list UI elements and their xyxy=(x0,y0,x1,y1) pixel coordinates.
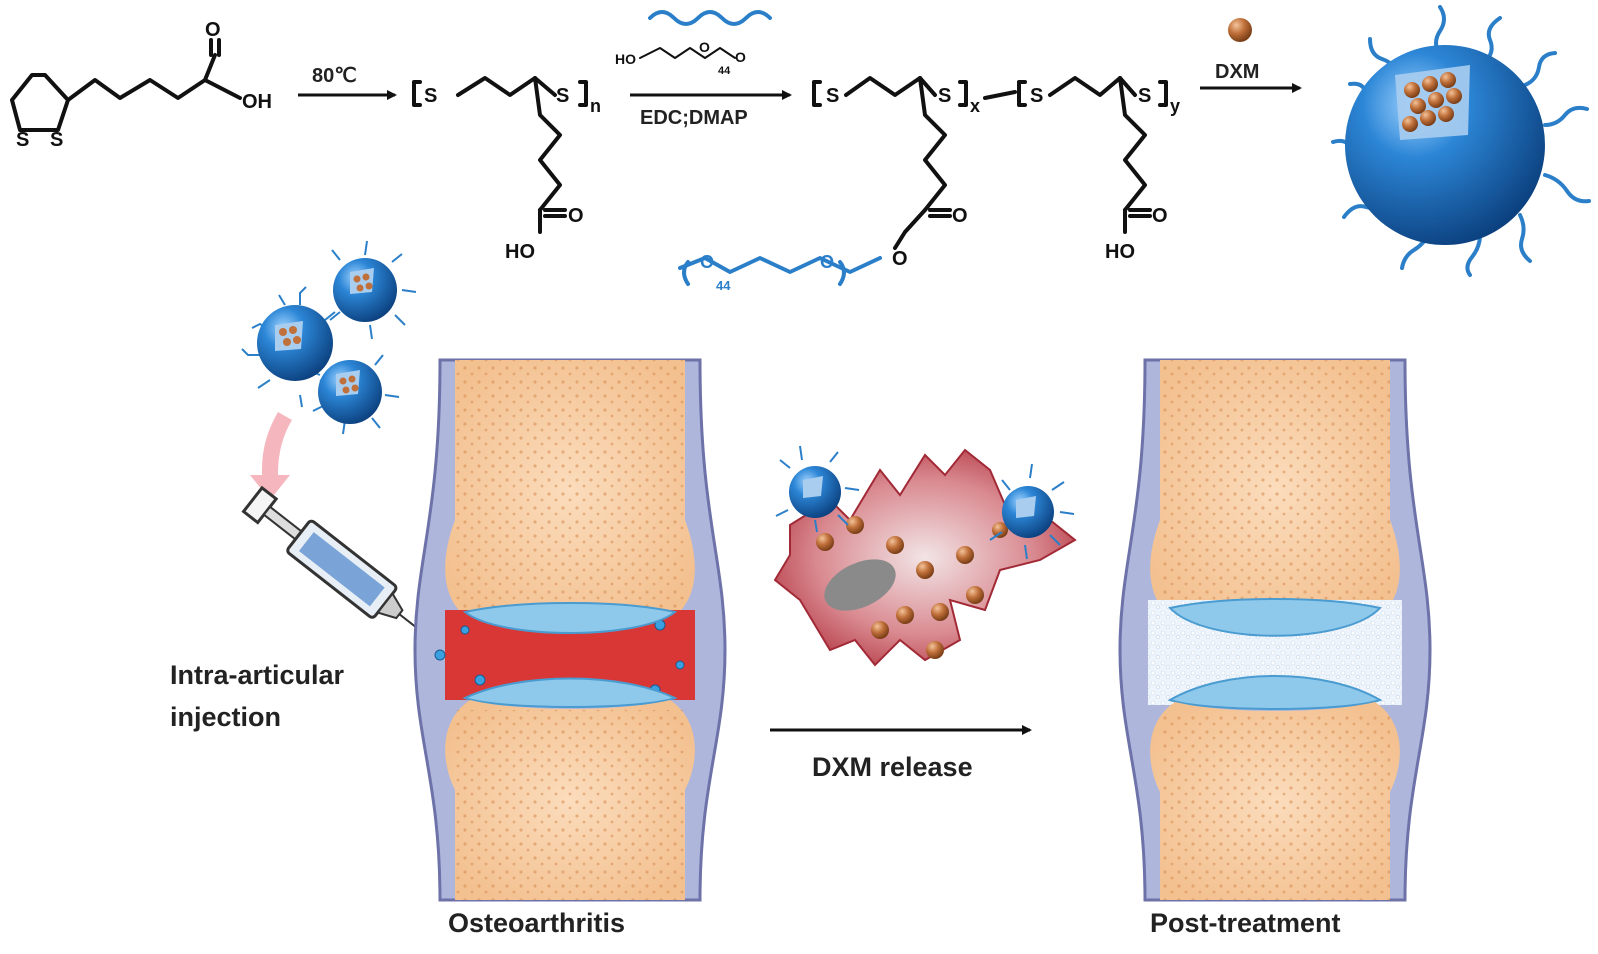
atom-o: O xyxy=(820,252,834,272)
osteoarthritis-joint xyxy=(413,358,727,902)
condition-dxm: DXM xyxy=(1215,61,1259,83)
post-treatment-label: Post-treatment xyxy=(1150,908,1341,938)
atom-s: S xyxy=(1138,85,1151,107)
subscript-x: x xyxy=(970,96,980,116)
atom-o: O xyxy=(568,205,584,227)
peg-repeat: 44 xyxy=(718,65,731,77)
atom-o: O xyxy=(700,252,714,272)
peg-repeat: 44 xyxy=(716,278,731,293)
atom-s: S xyxy=(556,85,569,107)
condition-80c: 80℃ xyxy=(312,65,357,87)
drug-icon xyxy=(1228,18,1252,42)
subscript-n: n xyxy=(590,96,601,116)
atom-s: S xyxy=(424,85,437,107)
atom-o: O xyxy=(1152,205,1168,227)
injection-label-line2: injection xyxy=(170,702,281,732)
atom-o: O xyxy=(952,205,968,227)
lipoic-acid-structure: S S O OH xyxy=(10,19,272,151)
atom-s: S xyxy=(16,129,29,151)
atom-ho: HO xyxy=(1105,241,1135,263)
nanoparticle-cluster xyxy=(241,240,417,435)
loaded-nanoparticle xyxy=(1331,5,1591,277)
release-label: DXM release xyxy=(812,752,973,782)
reaction-arrow-2: HO O O 44 EDC;DMAP xyxy=(615,10,792,129)
atom-ho: HO xyxy=(505,241,535,263)
atom-oh: OH xyxy=(242,91,272,113)
atom-s: S xyxy=(826,85,839,107)
atom-o: O xyxy=(735,49,746,65)
curved-arrow xyxy=(250,412,292,500)
atom-s: S xyxy=(938,85,951,107)
atom-o: O xyxy=(699,39,710,55)
atom-o: O xyxy=(892,248,908,270)
post-treatment-joint xyxy=(1118,358,1432,902)
osteoarthritis-label: Osteoarthritis xyxy=(448,908,625,938)
macrophage-cell xyxy=(773,445,1077,667)
atom-o: O xyxy=(205,19,221,41)
copolymer-structure: S S x O O O O 44 S S y O HO xyxy=(678,76,1180,293)
reaction-arrow-1: 80℃ xyxy=(298,65,397,100)
poly-lipoic-acid-structure: S S n O HO xyxy=(412,76,601,263)
atom-s: S xyxy=(1030,85,1043,107)
reaction-arrow-3: DXM xyxy=(1200,18,1302,93)
injection-label-line1: Intra-articular xyxy=(170,660,345,690)
atom-s: S xyxy=(50,129,63,151)
condition-edc-dmap: EDC;DMAP xyxy=(640,107,748,129)
atom-ho: HO xyxy=(615,51,636,67)
subscript-y: y xyxy=(1170,96,1180,116)
